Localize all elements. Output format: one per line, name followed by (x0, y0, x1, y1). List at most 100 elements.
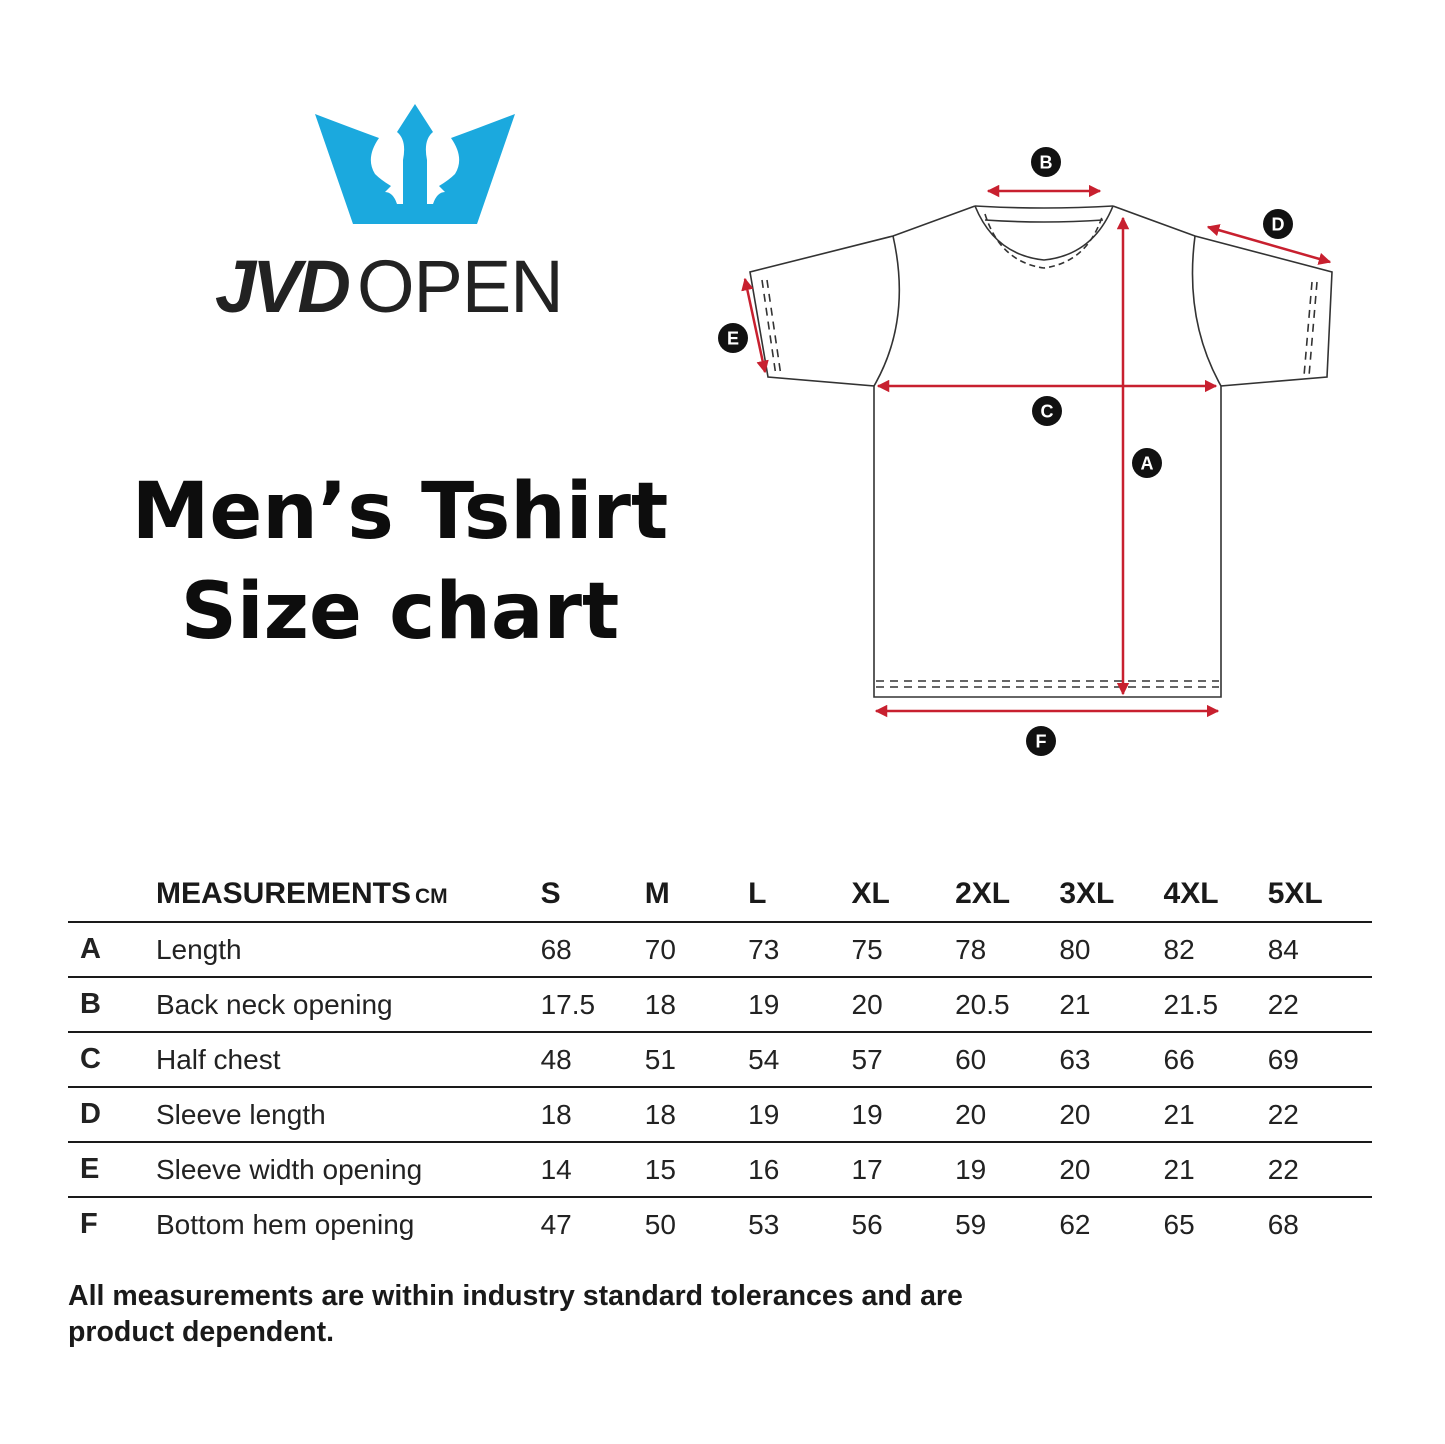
svg-text:D: D (1272, 215, 1285, 235)
cell-value: 78 (955, 922, 1060, 978)
cell-value: 22 (1267, 1142, 1372, 1198)
row-measurement-name: Half chest (155, 1032, 541, 1088)
row-measurement-name: Back neck opening (155, 977, 541, 1033)
cell-value: 68 (540, 922, 645, 978)
row-letter: D (68, 1087, 156, 1143)
header-size: 5XL (1267, 866, 1372, 923)
cell-value: 14 (540, 1142, 645, 1198)
row-measurement-name: Length (155, 922, 541, 978)
cell-value: 22 (1267, 1087, 1372, 1143)
header-size: 4XL (1163, 866, 1268, 923)
cell-value: 75 (851, 922, 956, 978)
title-line-1: Men’s Tshirt (131, 467, 669, 557)
measurement-labels: B D E C A F (718, 147, 1293, 756)
header-size: XL (851, 866, 956, 923)
cell-value: 82 (1163, 922, 1268, 978)
cell-value: 21 (1163, 1087, 1268, 1143)
arrow-D (1206, 224, 1332, 265)
cell-value: 84 (1267, 922, 1372, 978)
cell-value: 51 (644, 1032, 749, 1088)
row-letter: B (68, 977, 156, 1033)
crown-icon (315, 104, 515, 224)
cell-value: 19 (955, 1142, 1060, 1198)
row-measurement-name: Bottom hem opening (155, 1208, 415, 1240)
cell-value: 60 (955, 1032, 1060, 1088)
cell-value: 18 (540, 1087, 645, 1143)
table-row: C Half chest 48 51 54 57 60 63 66 69 (68, 1032, 1372, 1088)
table-row: F Bottom hem opening 47 50 53 56 59 62 6… (68, 1197, 1372, 1251)
cell-value: 17 (851, 1142, 956, 1198)
label-C-badge: C (1032, 396, 1062, 426)
svg-text:F: F (1036, 732, 1047, 752)
arrow-E (741, 277, 769, 374)
table-row: E Sleeve width opening 14 15 16 17 19 20… (68, 1142, 1372, 1198)
header-size: 2XL (955, 866, 1060, 923)
cell-value: 15 (644, 1142, 749, 1198)
cell-value: 54 (748, 1032, 852, 1088)
cell-value: 62 (1059, 1208, 1091, 1240)
label-E-badge: E (718, 323, 748, 353)
brand-name-bold: JVD (215, 245, 351, 328)
row-letter: F (80, 1208, 98, 1240)
cell-value: 18 (644, 1087, 749, 1143)
cell-value: 19 (851, 1087, 956, 1143)
row-letter: A (68, 922, 156, 978)
cell-value: 47 (540, 1208, 572, 1240)
tshirt-outline (749, 205, 1333, 698)
label-D-badge: D (1263, 209, 1293, 239)
svg-text:E: E (727, 329, 739, 349)
header-unit: CM (415, 884, 448, 908)
cell-value: 20 (955, 1087, 1060, 1143)
footnote: All measurements are within industry sta… (68, 1280, 963, 1348)
cell-value: 22 (1267, 977, 1372, 1033)
cell-value: 17.5 (540, 977, 645, 1033)
cell-value: 20.5 (955, 977, 1060, 1033)
cell-value: 56 (851, 1208, 883, 1240)
table-row: A Length 68 70 73 75 78 80 82 84 (68, 922, 1372, 978)
measurement-arrows (741, 184, 1332, 718)
brand-name-light: OPEN (356, 245, 564, 328)
cell-value: 68 (1267, 1208, 1299, 1240)
cell-value: 19 (748, 977, 852, 1033)
cell-value: 50 (644, 1208, 676, 1240)
cell-value: 69 (1267, 1032, 1372, 1088)
row-letter: E (68, 1142, 156, 1198)
label-A-badge: A (1132, 448, 1162, 478)
header-size: S (540, 866, 645, 923)
cell-value: 21 (1059, 977, 1164, 1033)
tshirt-measurement-diagram: B D E C A F (718, 147, 1333, 756)
row-letter: C (68, 1032, 156, 1088)
svg-text:B: B (1040, 153, 1053, 173)
cell-value: 80 (1059, 922, 1164, 978)
cell-value: 53 (748, 1208, 780, 1240)
cell-value: 65 (1163, 1208, 1195, 1240)
cell-value: 20 (851, 977, 956, 1033)
row-measurement-name: Sleeve width opening (155, 1142, 541, 1198)
cell-value: 59 (955, 1208, 987, 1240)
cell-value: 63 (1059, 1032, 1164, 1088)
cell-value: 73 (748, 922, 852, 978)
header-size: 3XL (1059, 866, 1164, 923)
cell-value: 16 (748, 1142, 852, 1198)
cell-value: 66 (1163, 1032, 1268, 1088)
cell-value: 57 (851, 1032, 956, 1088)
label-F-badge: F (1026, 726, 1056, 756)
svg-text:C: C (1041, 402, 1054, 422)
cell-value: 70 (644, 922, 749, 978)
cell-value: 20 (1059, 1142, 1164, 1198)
cell-value: 21 (1163, 1142, 1268, 1198)
title-line-2: Size chart (180, 567, 620, 657)
cell-value: 48 (540, 1032, 645, 1088)
cell-value: 20 (1059, 1087, 1164, 1143)
cell-value: 18 (644, 977, 749, 1033)
table-row: B Back neck opening 17.5 18 19 20 20.5 2… (68, 977, 1372, 1033)
header-letter-spacer (68, 866, 156, 923)
page-title: Men’s Tshirt Size chart (120, 462, 680, 662)
cell-value: 21.5 (1163, 977, 1268, 1033)
cell-value: 19 (748, 1087, 852, 1143)
